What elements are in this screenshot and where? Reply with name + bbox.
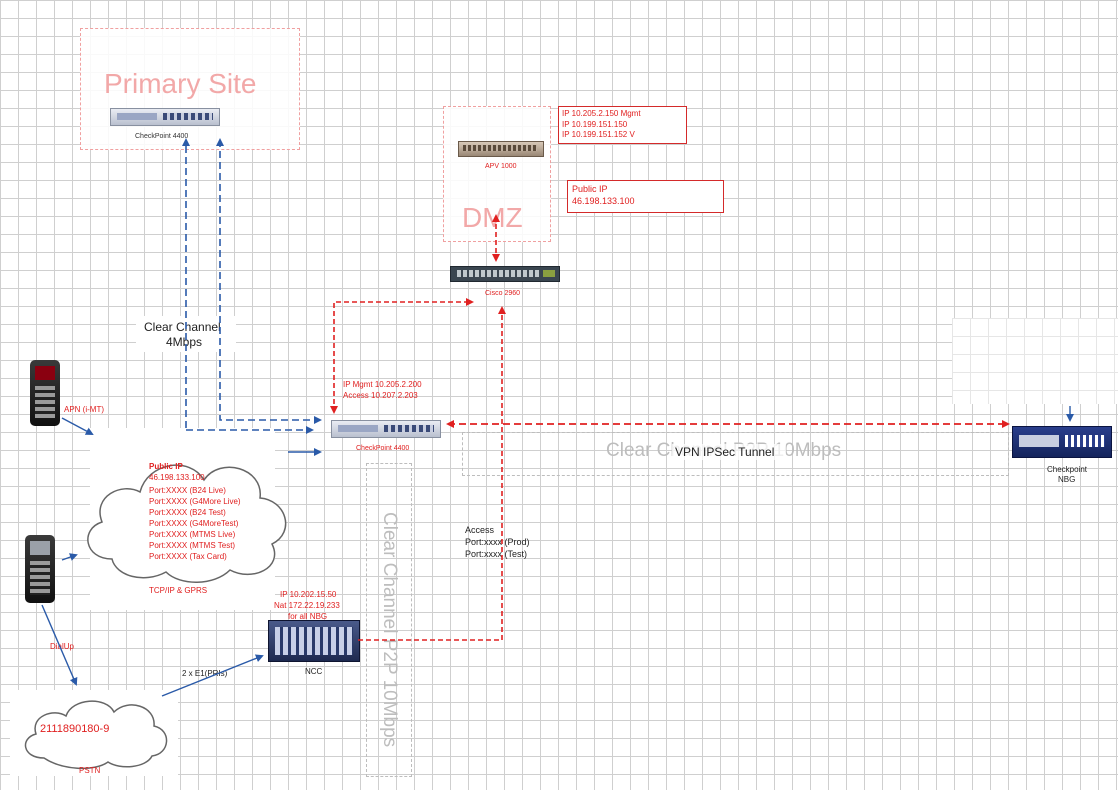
pos-to-cloud-link	[62, 555, 76, 560]
clear-channel-4m-line-2	[220, 140, 320, 420]
apn-link	[62, 418, 92, 434]
ncc-to-dmz-link	[358, 308, 502, 640]
e1-link	[162, 656, 262, 696]
core-to-dmz-link	[334, 302, 472, 412]
dialup-link	[42, 605, 76, 684]
